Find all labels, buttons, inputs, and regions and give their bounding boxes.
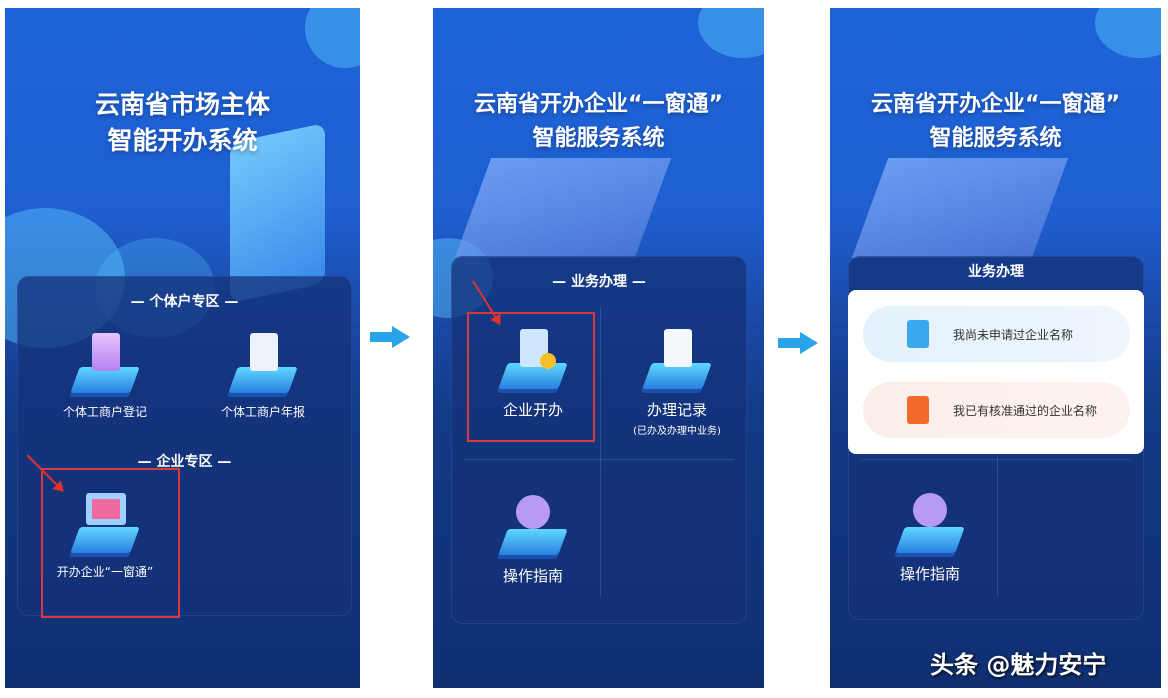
tile-label: 个体工商户年报 — [220, 405, 305, 419]
menu-card: — 个体户专区 — 个体工商户登记 个体工商户年报 — 企业专区 — 开办企业“… — [17, 276, 352, 616]
tile-label: 个体工商户登记 — [62, 405, 147, 419]
decor-bubble — [305, 8, 360, 68]
tile-label: 开办企业“一窗通” — [56, 565, 154, 579]
enterprise-startup-tile[interactable]: 企业开办 — [468, 323, 598, 420]
option-label: 我尚未申请过企业名称 — [953, 327, 1074, 342]
computer-icon — [70, 487, 140, 557]
app-title-line1: 云南省市场主体 — [94, 90, 270, 119]
approved-name-option[interactable]: 我已有核准通过的企业名称 — [863, 382, 1130, 438]
tile-label: 操作指南 — [899, 565, 960, 583]
operation-guide-tile[interactable]: 操作指南 — [468, 489, 598, 586]
app-title-line2: 智能服务系统 — [532, 126, 665, 151]
section-individual: — 个体户专区 — — [130, 294, 239, 310]
enterprise-one-window-tile[interactable]: 开办企业“一窗通” — [40, 487, 170, 580]
section-business: — 业务办理 — — [552, 274, 646, 290]
storefront-icon — [70, 327, 140, 397]
app-title-line2: 智能服务系统 — [929, 126, 1062, 151]
highlight-box — [41, 468, 180, 618]
decor-bubble — [698, 8, 764, 58]
app-title-line1: 云南省开办企业“一窗通” — [474, 92, 723, 117]
tile-sublabel: (已办及办理中业务) — [633, 426, 721, 437]
screen-1: 云南省市场主体 智能开办系统 — 个体户专区 — 个体工商户登记 个体工商户年报… — [5, 8, 360, 688]
city-illustration — [851, 158, 1069, 258]
blue-document-icon — [907, 320, 929, 348]
tile-label: 操作指南 — [502, 567, 563, 585]
option-label: 我已有核准通过的企业名称 — [953, 403, 1098, 418]
clipboard-icon — [642, 323, 712, 393]
city-illustration — [454, 158, 672, 258]
watermark: 头条 @魅力安宁 — [930, 651, 1107, 679]
name-choice-dialog: 我尚未申请过企业名称 我已有核准通过的企业名称 — [848, 290, 1144, 454]
individual-registration-tile[interactable]: 个体工商户登记 — [40, 327, 170, 420]
app-title-line1: 云南省开办企业“一窗通” — [871, 92, 1120, 117]
tile-label: 企业开办 — [502, 401, 563, 419]
no-name-option[interactable]: 我尚未申请过企业名称 — [863, 306, 1130, 362]
individual-annual-report-tile[interactable]: 个体工商户年报 — [198, 327, 328, 420]
screen-2: 云南省开办企业“一窗通” 智能服务系统 — 业务办理 — 企业开办 办理记录 (… — [433, 8, 764, 688]
tile-label: 办理记录 — [646, 401, 707, 419]
compass-icon — [498, 489, 568, 559]
flow-arrow-right-icon — [370, 326, 412, 348]
orange-document-icon — [907, 396, 929, 424]
section-enterprise: — 企业专区 — — [137, 454, 232, 470]
app-title-line2: 智能开办系统 — [107, 126, 258, 155]
operation-guide-tile[interactable]: 操作指南 — [865, 487, 995, 584]
screen-3: 云南省开办企业“一窗通” 智能服务系统 业务办理 操作指南 我尚未申请过企业名称… — [830, 8, 1161, 688]
section-business: 业务办理 — [968, 264, 1024, 280]
flow-arrow-right-icon — [778, 332, 820, 354]
building-icon — [498, 323, 568, 393]
processing-records-tile[interactable]: 办理记录 (已办及办理中业务) — [612, 323, 742, 437]
compass-icon — [895, 487, 965, 557]
document-report-icon — [228, 327, 298, 397]
highlight-box — [467, 312, 595, 442]
decor-bubble — [1095, 8, 1161, 58]
